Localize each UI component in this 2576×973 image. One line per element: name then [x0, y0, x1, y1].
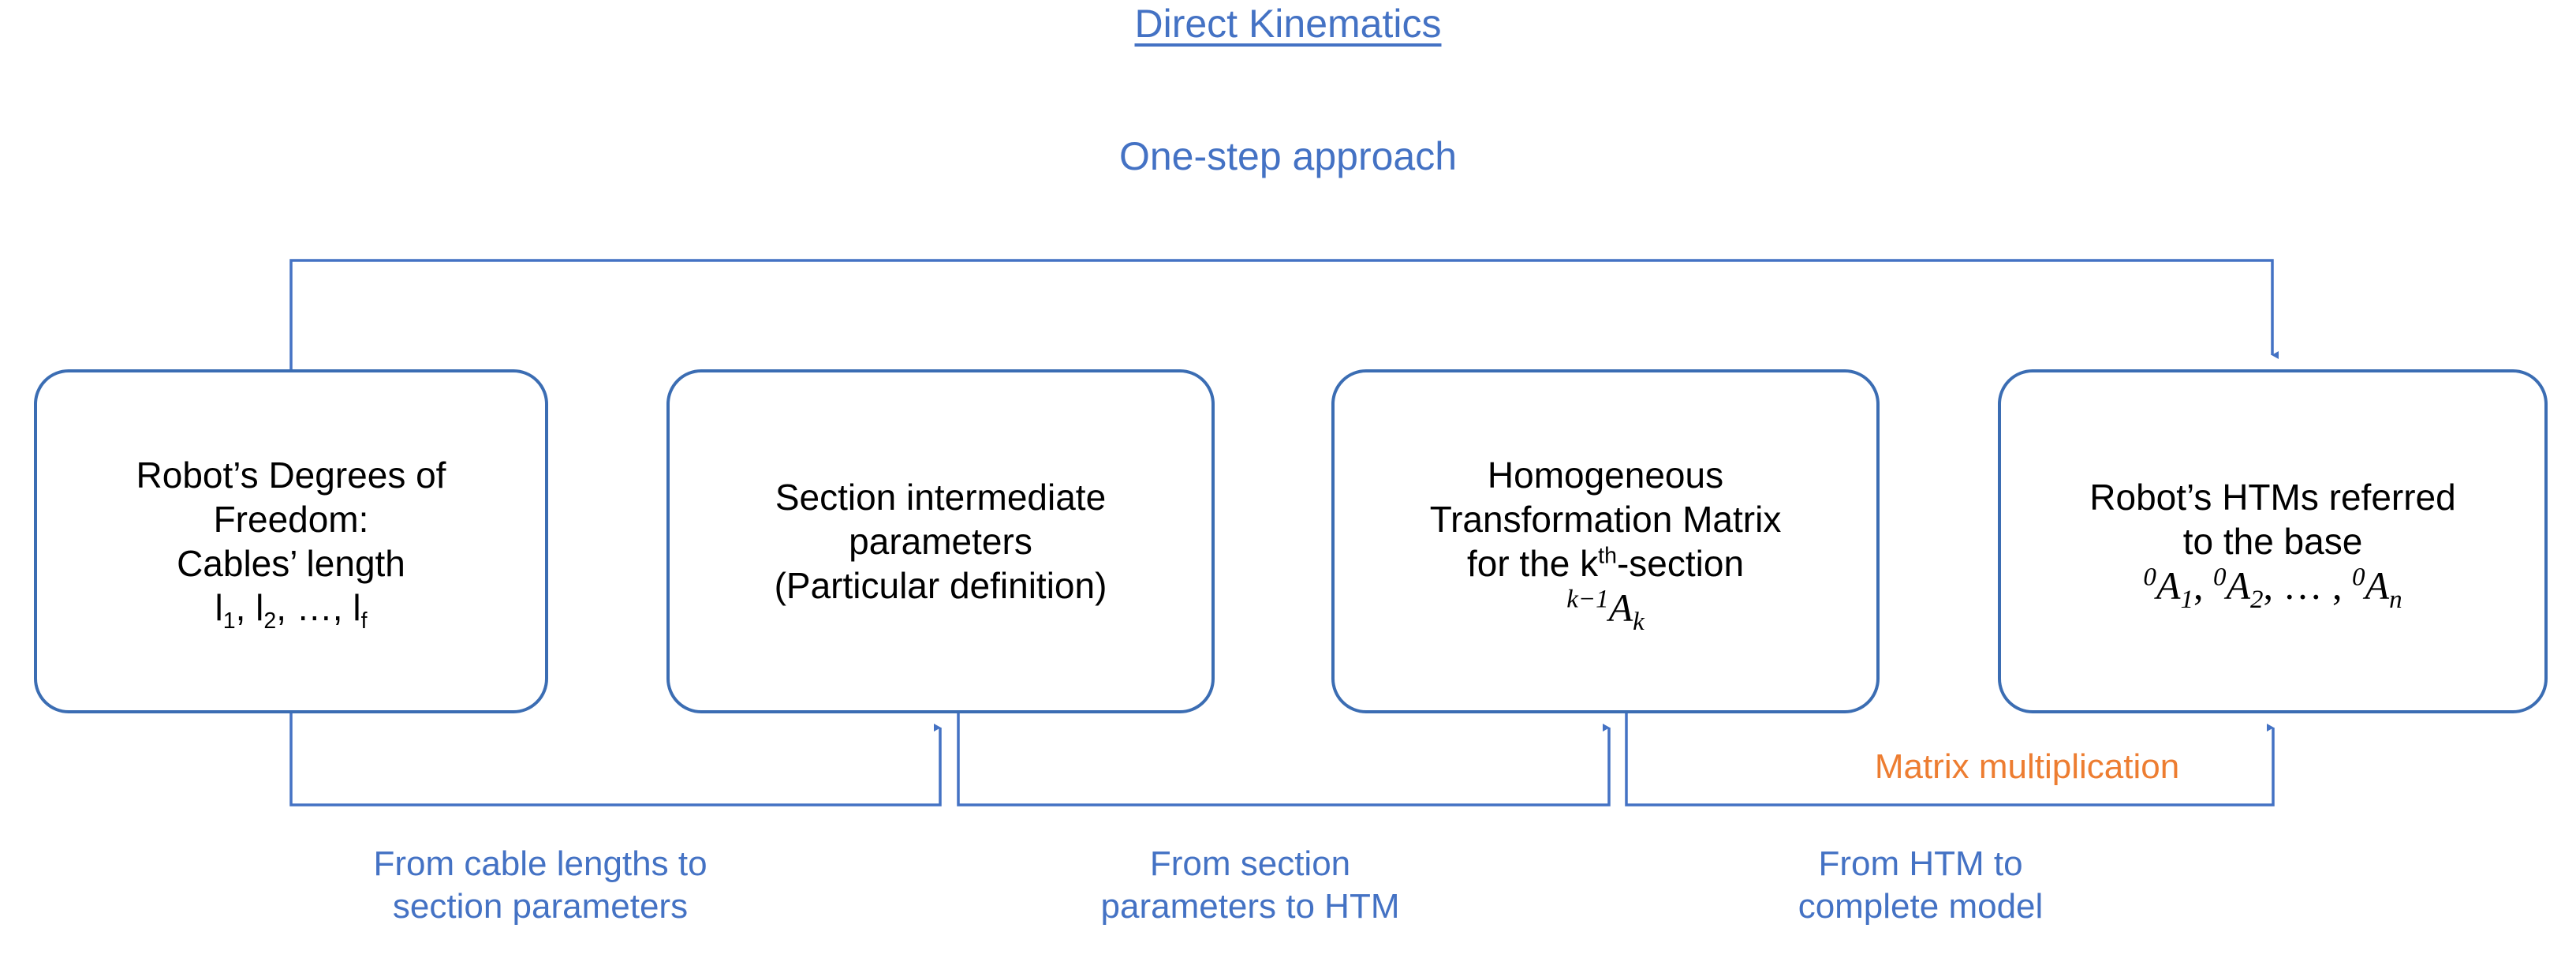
htm-line3-b: -section — [1616, 543, 1745, 584]
node-htm-content: Homogeneous Transformation Matrix for th… — [1352, 453, 1859, 635]
node-htm-math: k−1Ak — [1352, 585, 1859, 635]
node-base-line-2: to the base — [2182, 521, 2363, 562]
node-sip-content: Section intermediate parameters (Particu… — [687, 475, 1194, 608]
node-sip-line-2: parameters — [849, 521, 1032, 562]
edge-label-params-line-2: parameters to HTM — [1100, 887, 1400, 926]
htm-ordinal-suffix: th — [1598, 543, 1617, 569]
edge-label-matrix-multiplication: Matrix multiplication — [1874, 747, 2180, 786]
connector-dof-to-section — [289, 713, 942, 806]
node-base-content: Robot’s HTMs referred to the base 0A1, 0… — [2018, 475, 2527, 614]
node-dof-line-1: Robot’s Degrees of — [136, 455, 446, 496]
page-title-text: Direct Kinematics — [1134, 2, 1442, 46]
node-dof-line-3: Cables’ length — [177, 543, 405, 584]
dof-sep-2: , …, — [276, 587, 353, 628]
htm-math-base: A — [1608, 586, 1633, 630]
node-base-line-1: Robot’s HTMs referred — [2089, 477, 2456, 518]
connector-dof-to-base-top — [289, 259, 2279, 369]
connector-htm-to-base — [1625, 713, 2275, 806]
node-sip-line-3: (Particular definition) — [774, 565, 1107, 606]
htm-math-post: k — [1633, 608, 1645, 636]
edge-label-htm-to-complete-model: From HTM to complete model — [1660, 843, 2181, 928]
node-base-math: 0A1, 0A2, … , 0An — [2143, 563, 2402, 614]
page-title: Direct Kinematics — [0, 0, 2576, 47]
node-dof-line-2: Freedom: — [213, 499, 369, 540]
edge-label-model-line-2: complete model — [1798, 887, 2044, 926]
dof-sep-1: , — [235, 587, 256, 628]
node-robot-htms-referred-to-base[interactable]: Robot’s HTMs referred to the base 0A1, 0… — [1998, 369, 2548, 713]
edge-label-params-line-1: From section — [1149, 844, 1351, 883]
node-htm-line-3: for the kth-section — [1352, 541, 1859, 586]
node-dof-math: l1, l2, …, lf — [54, 586, 528, 634]
dof-var-1: l1 — [215, 587, 236, 634]
edge-label-model-line-1: From HTM to — [1818, 844, 2023, 883]
edge-label-cables-line-1: From cable lengths to — [373, 844, 707, 883]
htm-line3-a: for the k — [1466, 543, 1599, 584]
edge-label-cable-lengths-to-section-parameters: From cable lengths to section parameters — [280, 843, 801, 928]
dof-var-3: lf — [353, 587, 368, 634]
page-subtitle: One-step approach — [1118, 134, 1458, 178]
htm-math-pre: k−1 — [1566, 585, 1609, 614]
edge-label-section-parameters-to-htm: From section parameters to HTM — [990, 843, 1510, 928]
node-homogeneous-transformation-matrix[interactable]: Homogeneous Transformation Matrix for th… — [1331, 369, 1880, 713]
node-dof-content: Robot’s Degrees of Freedom: Cables’ leng… — [54, 453, 528, 634]
node-section-intermediate-parameters[interactable]: Section intermediate parameters (Particu… — [666, 369, 1215, 713]
edge-label-cables-line-2: section parameters — [392, 887, 689, 926]
node-htm-line-1: Homogeneous — [1487, 455, 1724, 496]
connector-section-to-htm — [957, 713, 1611, 806]
dof-var-2: l2 — [256, 587, 277, 634]
node-robot-degrees-of-freedom[interactable]: Robot’s Degrees of Freedom: Cables’ leng… — [34, 369, 548, 713]
node-sip-line-1: Section intermediate — [775, 477, 1107, 518]
node-htm-line-2: Transformation Matrix — [1429, 499, 1782, 540]
